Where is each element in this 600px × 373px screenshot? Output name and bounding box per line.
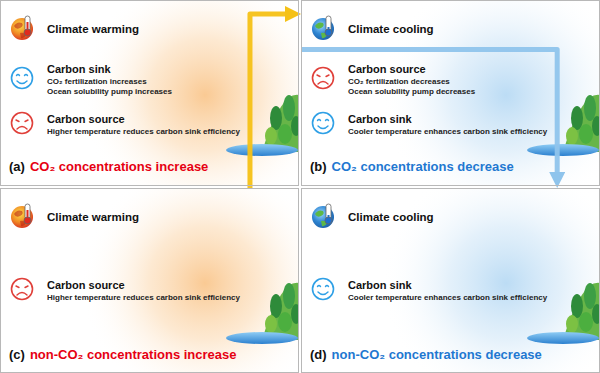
caption-row: (b) CO₂ concentrations decrease: [310, 159, 514, 174]
component-description: CO₂ fertilization decreases: [348, 77, 450, 86]
climate-label: Climate warming: [47, 23, 139, 36]
warming-icon: [11, 16, 33, 40]
source-face: [313, 68, 334, 89]
component-description: Higher temperature reduces carbon sink e…: [47, 127, 240, 136]
transition-arrow: [250, 14, 293, 188]
landscape-picture: [226, 95, 299, 156]
component-description: Ocean solubility pump decreases: [348, 87, 475, 96]
landscape-picture: [226, 283, 299, 344]
panel-caption: CO₂ concentrations increase: [30, 159, 208, 174]
component-heading: Carbon sink: [348, 279, 412, 292]
source-face: [12, 113, 33, 134]
cooling-icon: [312, 204, 334, 228]
component-description: Higher temperature reduces carbon sink e…: [47, 293, 240, 302]
landscape-picture: [527, 283, 600, 344]
component-heading: Carbon source: [348, 63, 426, 76]
climate-label: Climate cooling: [348, 211, 434, 224]
sink-face: [12, 68, 33, 89]
sink-face: [313, 113, 334, 134]
warming-icon: [11, 204, 33, 228]
component-heading: Carbon sink: [47, 63, 111, 76]
component-description: CO₂ fertilization increases: [47, 77, 147, 86]
caption-row: (d) non-CO₂ concentrations decrease: [310, 347, 542, 362]
component-heading: Carbon source: [47, 113, 125, 126]
component-heading: Carbon sink: [348, 113, 412, 126]
panel-caption: non-CO₂ concentrations decrease: [332, 347, 542, 362]
panel-caption: CO₂ concentrations decrease: [332, 159, 514, 174]
panel-tag: (b): [310, 159, 327, 174]
panel-box: Climate warmingCarbon sourceHigher tempe…: [0, 188, 299, 373]
panel-tag: (d): [310, 347, 327, 362]
sink-face: [313, 279, 334, 300]
component-description: Ocean solubility pump increases: [47, 87, 172, 96]
component-description: Cooler temperature enhances carbon sink …: [348, 293, 547, 302]
panel-tag: (a): [9, 159, 25, 174]
cooling-icon: [312, 16, 334, 40]
source-face: [12, 279, 33, 300]
landscape-picture: [527, 95, 600, 156]
panel-caption: non-CO₂ concentrations increase: [30, 347, 237, 362]
transition-arrow: [301, 50, 557, 180]
climate-label: Climate warming: [47, 211, 139, 224]
panel-box: Climate warmingCarbon sinkCO₂ fertilizat…: [0, 0, 299, 186]
caption-row: (a) CO₂ concentrations increase: [9, 159, 208, 174]
component-description: Cooler temperature enhances carbon sink …: [348, 127, 547, 136]
component-heading: Carbon source: [47, 279, 125, 292]
caption-row: (c) non-CO₂ concentrations increase: [9, 347, 237, 362]
climate-label: Climate cooling: [348, 23, 434, 36]
panel-box: Climate coolingCarbon sourceCO₂ fertiliz…: [301, 0, 600, 186]
panel-tag: (c): [9, 347, 25, 362]
panel-box: Climate coolingCarbon sinkCooler tempera…: [301, 188, 600, 373]
